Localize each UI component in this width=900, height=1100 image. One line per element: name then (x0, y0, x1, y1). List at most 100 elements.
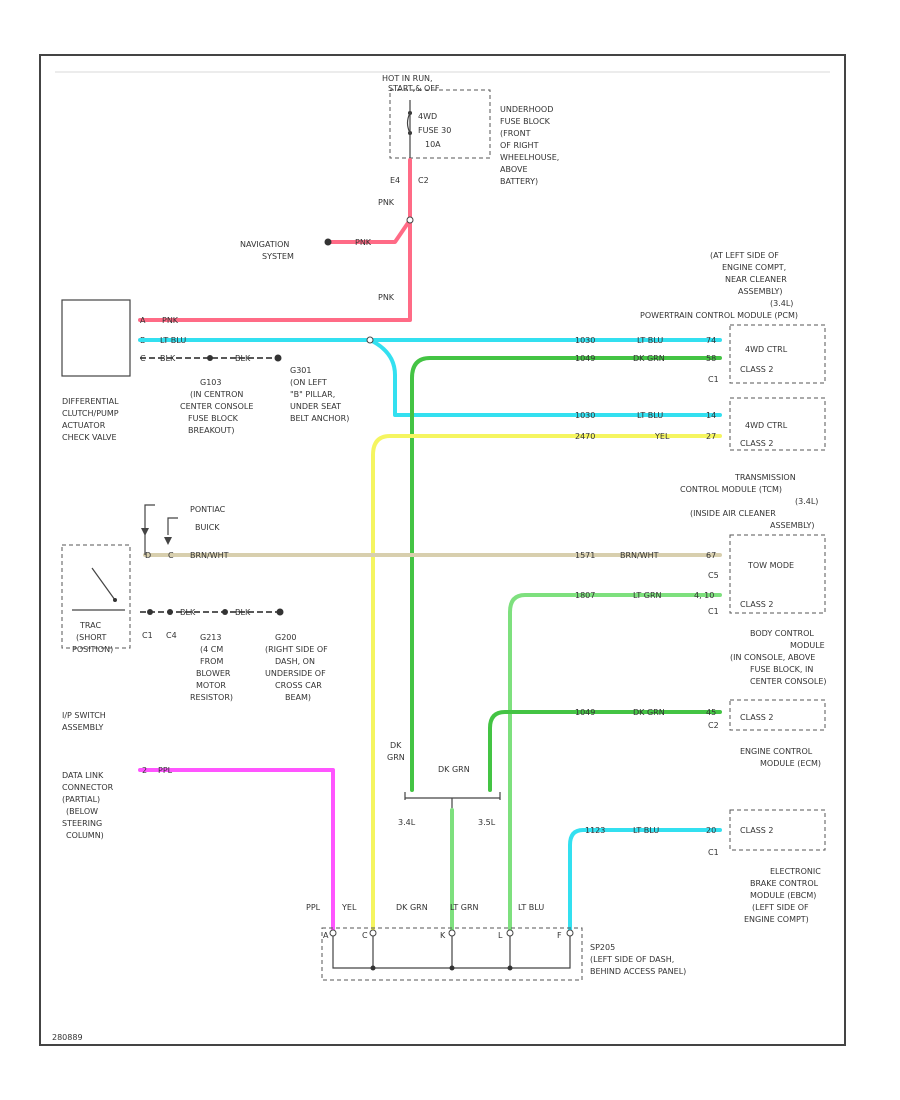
ground-g301-label: G301 (290, 366, 311, 375)
svg-text:(ON LEFT: (ON LEFT (290, 378, 327, 387)
dk-grn-label-junction: DK GRN (438, 765, 470, 774)
ground-g200-label: G200 (275, 633, 296, 642)
svg-text:ENGINE COMPT): ENGINE COMPT) (744, 915, 809, 924)
tcm-circuit-1571: 1571 (575, 551, 595, 560)
brand-buick: BUICK (195, 523, 220, 532)
svg-text:ASSEMBLY): ASSEMBLY) (738, 287, 782, 296)
bcm-circuit-1049: 1049 (575, 708, 595, 717)
ground-g103-label: G103 (200, 378, 221, 387)
svg-text:(IN CENTRON: (IN CENTRON (190, 390, 243, 399)
svg-text:CENTER CONSOLE: CENTER CONSOLE (180, 402, 253, 411)
svg-text:(RIGHT SIDE OF: (RIGHT SIDE OF (265, 645, 328, 654)
svg-text:CENTER CONSOLE): CENTER CONSOLE) (750, 677, 827, 686)
dark-green-wire-pcm: 1049 DK GRN 58 DK GRN (387, 354, 722, 792)
pcm-c1-circuit-1049: 1049 (575, 354, 595, 363)
ebcm-class2: CLASS 2 (740, 826, 774, 835)
lt-blu-label-ebcm: LT BLU (633, 826, 659, 835)
svg-text:BATTERY): BATTERY) (500, 177, 538, 186)
underhood-fuse-block: HOT IN RUN, START,& OFF 4WD FUSE 30 10A … (382, 74, 559, 186)
lt-grn-label-sp205-a: LT GRN (450, 903, 479, 912)
light-blue-wire: LT BLU 1030 LT BLU 74 1030 LT BLU 14 (138, 336, 722, 420)
dk-grn-vertical-label: DK (390, 741, 402, 750)
pcm-c1-pin-74: 74 (706, 336, 716, 345)
svg-text:(INSIDE AIR CLEANER: (INSIDE AIR CLEANER (690, 509, 776, 518)
svg-text:(BELOW: (BELOW (66, 807, 98, 816)
data-link-connector: 2 PPL DATA LINK CONNECTOR (PARTIAL) (BEL… (62, 766, 335, 932)
fuse-block-hot-label: HOT IN RUN, (382, 74, 433, 83)
svg-text:BLK: BLK (235, 608, 251, 617)
yel-label-junction: YEL (341, 903, 357, 912)
svg-text:CONNECTOR: CONNECTOR (62, 783, 114, 792)
svg-text:ABOVE: ABOVE (500, 165, 528, 174)
svg-text:BLK: BLK (180, 608, 196, 617)
svg-text:BEAM): BEAM) (285, 693, 311, 702)
brand-pontiac: PONTIAC (190, 505, 226, 514)
junction-pin-a: A (323, 931, 329, 940)
junction-pin-l: L (498, 931, 503, 940)
svg-text:MODULE: MODULE (790, 641, 825, 650)
pcm-c1-class2: CLASS 2 (740, 365, 774, 374)
differential-actuator: A B C DIFFERENTIAL CLUTCH/PUMP ACTUATOR … (61, 299, 146, 442)
dark-green-wire-bcm: 1049 DK GRN 45 DK GRN (438, 708, 722, 792)
powertrain-control-module: (AT LEFT SIDE OF ENGINE COMPT, NEAR CLEA… (640, 251, 826, 451)
tcm-pin-67: 67 (706, 551, 716, 560)
switch-pin-c: C (168, 551, 174, 560)
svg-text:NEAR CLEANER: NEAR CLEANER (725, 275, 787, 284)
tcm-circuit-1807: 1807 (575, 591, 595, 600)
pink-wire-label-mid: PNK (378, 293, 395, 302)
svg-text:(LEFT SIDE OF: (LEFT SIDE OF (752, 903, 809, 912)
svg-text:OF RIGHT: OF RIGHT (500, 141, 539, 150)
switch-pin-d: D (145, 551, 151, 560)
transmission-control-module: TRANSMISSION CONTROL MODULE (TCM) (3.4L)… (680, 473, 826, 616)
fuse-pin-c2: C2 (418, 176, 429, 185)
svg-text:COLUMN): COLUMN) (66, 831, 104, 840)
pcm-c1-pin-58: 58 (706, 354, 716, 363)
svg-text:CHECK VALVE: CHECK VALVE (62, 433, 117, 442)
junction-pin-f: F (557, 931, 562, 940)
svg-text:(FRONT: (FRONT (500, 129, 531, 138)
svg-text:RESISTOR): RESISTOR) (190, 693, 233, 702)
body-control-module: BODY CONTROL MODULE (IN CONSOLE, ABOVE F… (708, 629, 827, 731)
diagram-frame (39, 54, 846, 1046)
svg-text:BREAKOUT): BREAKOUT) (188, 426, 235, 435)
bcm-conn: C2 (708, 721, 719, 730)
svg-text:FUSE BLOCK, IN: FUSE BLOCK, IN (750, 665, 813, 674)
actuator-ground: BLK BLK G103 (IN CENTRON CENTER CONSOLE … (140, 354, 349, 435)
svg-text:BLK: BLK (160, 354, 176, 363)
svg-text:BRAKE CONTROL: BRAKE CONTROL (750, 879, 819, 888)
svg-text:UNDER SEAT: UNDER SEAT (290, 402, 341, 411)
pink-wire-label-top: PNK (378, 198, 395, 207)
svg-text:POSITION): POSITION) (72, 645, 113, 654)
pcm-location: (AT LEFT SIDE OF (710, 251, 779, 260)
light-green-wire: 1807 LT GRN 4, 10 (508, 591, 722, 932)
ecm-label: ENGINE CONTROL (740, 747, 813, 756)
ebcm-circuit-1123: 1123 (585, 826, 605, 835)
svg-text:(IN CONSOLE, ABOVE: (IN CONSOLE, ABOVE (730, 653, 815, 662)
ground-g213-label: G213 (200, 633, 221, 642)
svg-text:(3.4L): (3.4L) (795, 497, 818, 506)
engine-control-module: ENGINE CONTROL MODULE (ECM) (740, 747, 821, 768)
footer-code: 280889 (52, 1033, 83, 1042)
engine-option-splice: 3.4L 3.5L (398, 792, 501, 932)
actuator-label: DIFFERENTIAL (62, 397, 119, 406)
tcm-label: TRANSMISSION (734, 473, 796, 482)
pcm-c2-circuit-2470: 2470 (575, 432, 595, 441)
fuse-block-location: UNDERHOOD (500, 105, 553, 114)
pcm-c2-circuit-1030: 1030 (575, 411, 595, 420)
svg-text:DASH, ON: DASH, ON (275, 657, 315, 666)
switch-assembly-label: I/P SWITCH (62, 711, 106, 720)
bcm-label: BODY CONTROL (750, 629, 814, 638)
svg-text:MOTOR: MOTOR (196, 681, 226, 690)
svg-text:BLOWER: BLOWER (196, 669, 231, 678)
pcm-c2-pin-27: 27 (706, 432, 716, 441)
dlc-pin-2: 2 (142, 766, 147, 775)
ebcm-conn: C1 (708, 848, 719, 857)
brn-wht-label-switch: BRN/WHT (190, 551, 229, 560)
ebcm-pin-20: 20 (706, 826, 716, 835)
junction-label: SP205 (590, 943, 615, 952)
pink-wire-label-nav: PNK (355, 238, 372, 247)
brn-wht-label-tcm: BRN/WHT (620, 551, 659, 560)
dk-grn-label-pcm: DK GRN (633, 354, 665, 363)
tcm-tow-mode: TOW MODE (747, 561, 794, 570)
svg-text:FUSE 30: FUSE 30 (418, 126, 451, 135)
